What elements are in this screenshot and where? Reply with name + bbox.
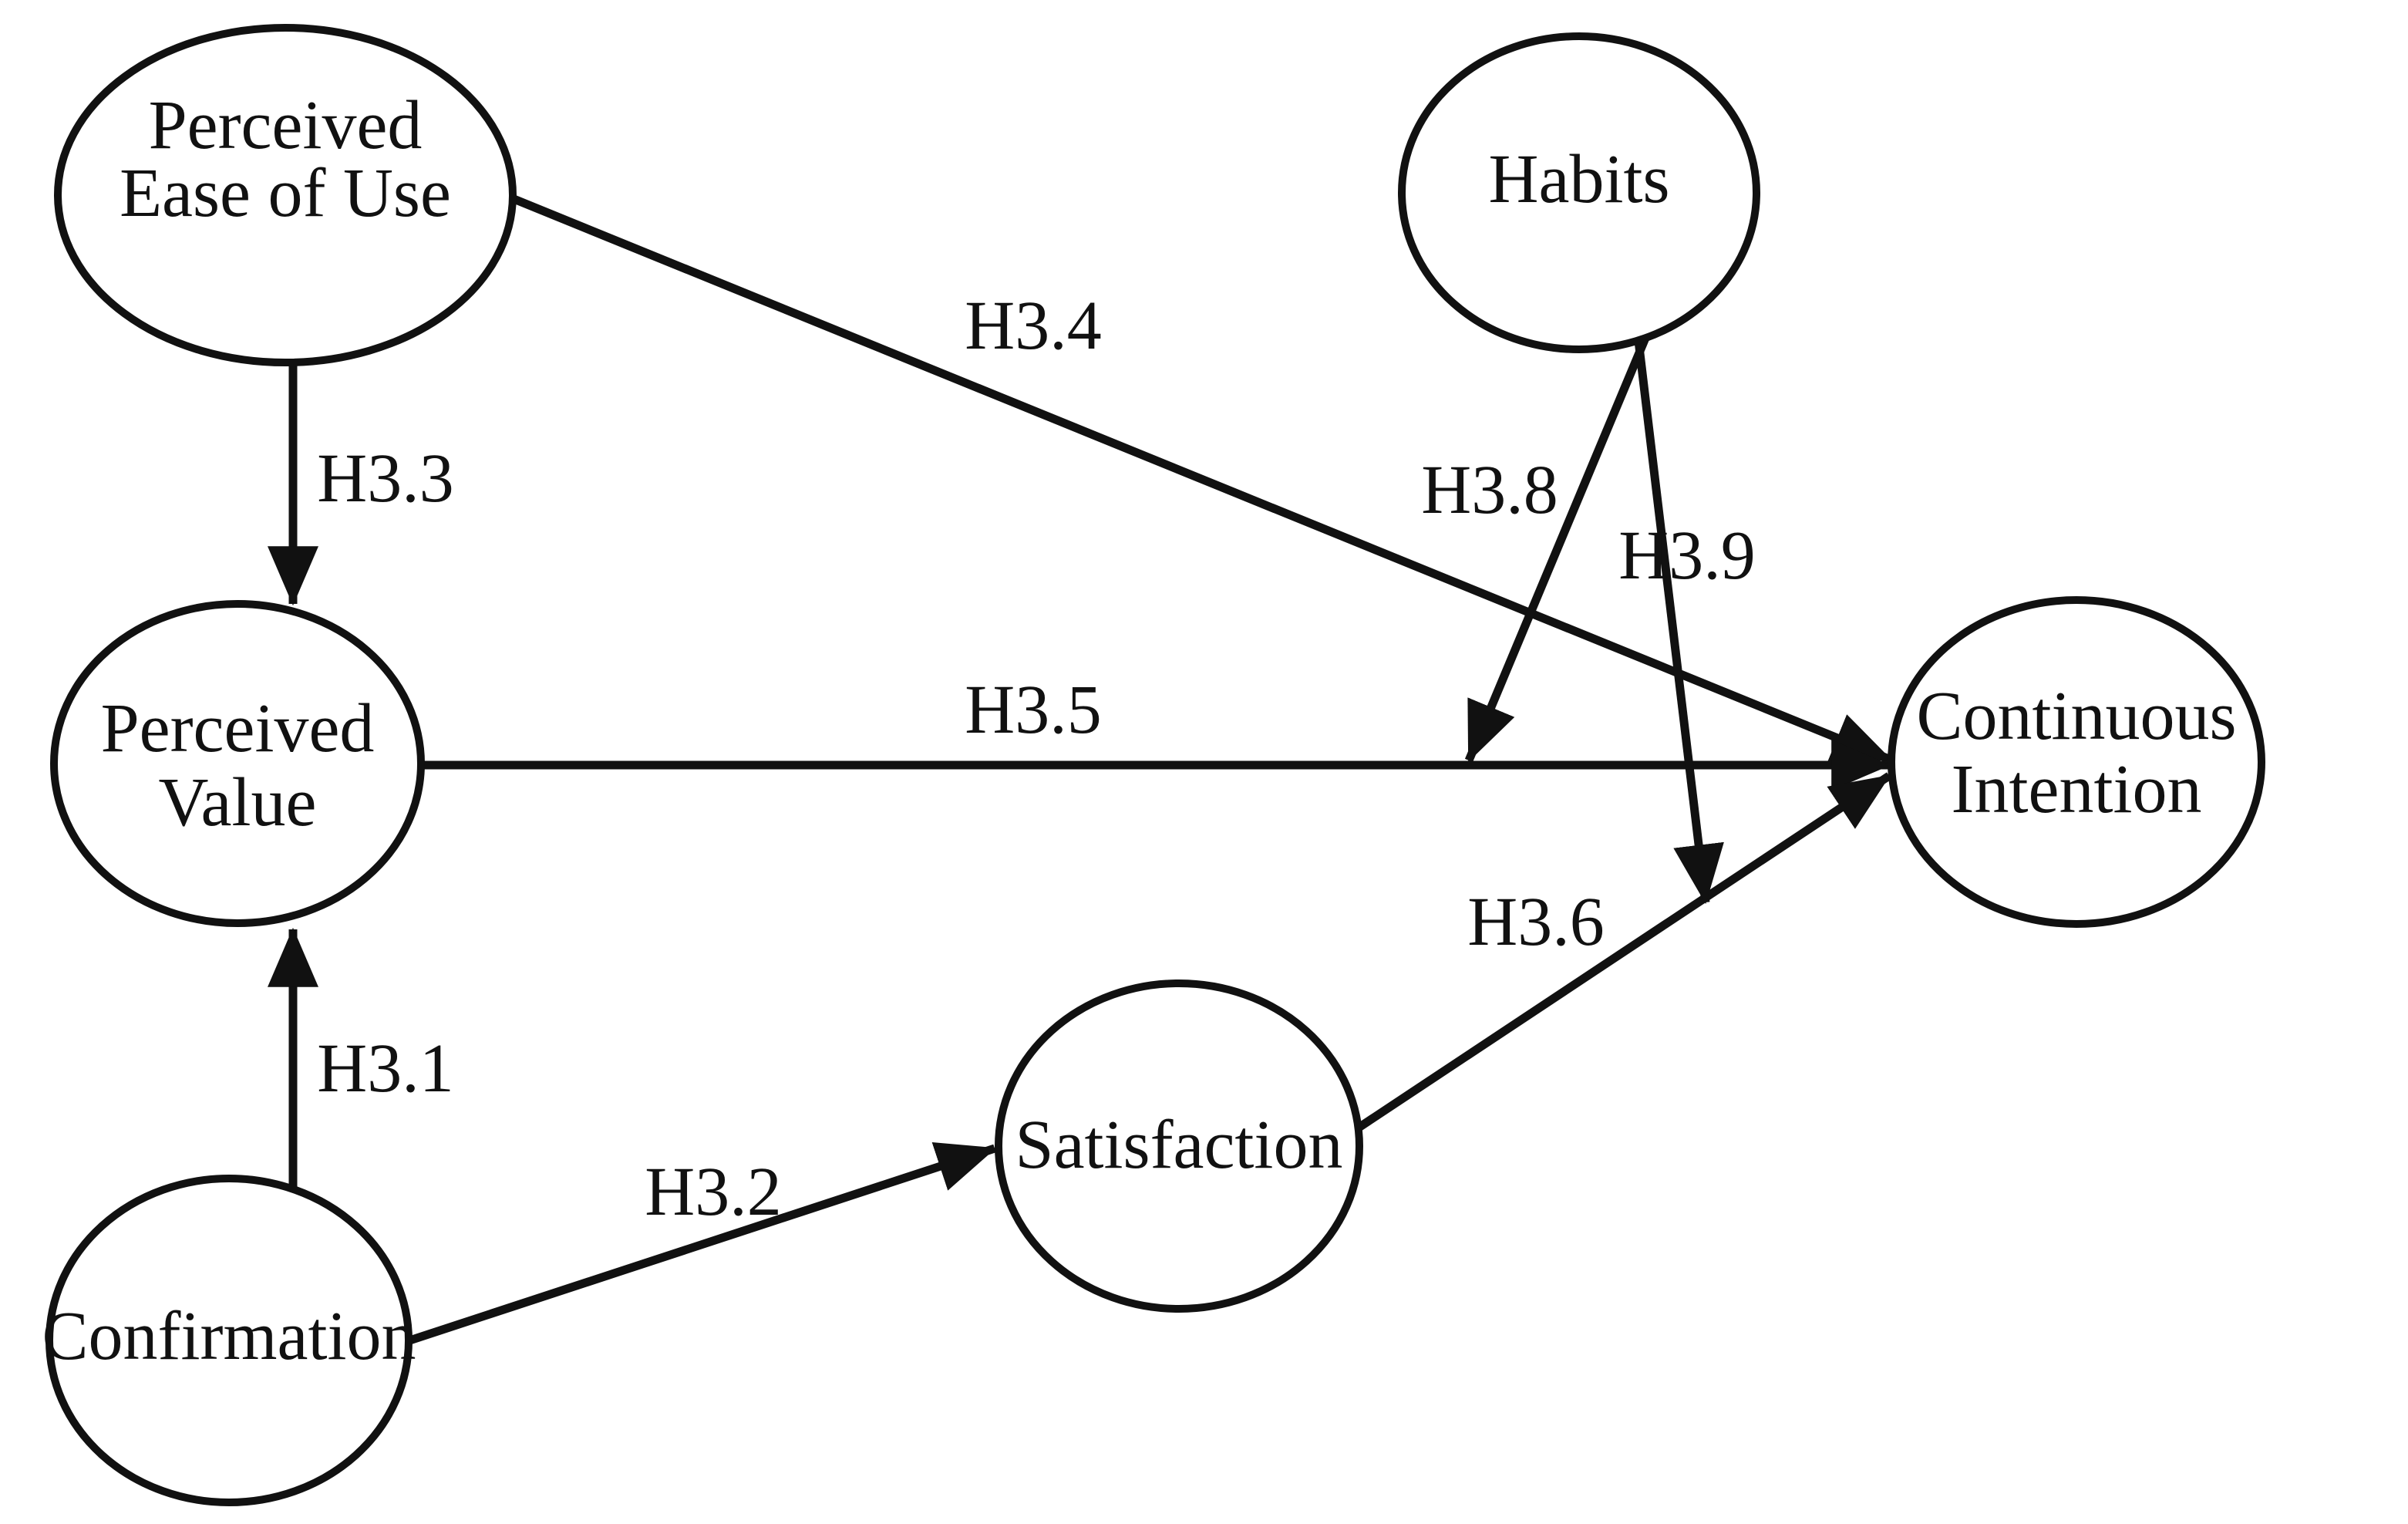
perceived-ease-of-use-ellipse bbox=[54, 24, 517, 366]
edge-label-h3-2: H3.2 bbox=[645, 1154, 782, 1230]
edge-label-h3-8: H3.8 bbox=[1421, 452, 1558, 528]
confirmation-label: Confirmation bbox=[42, 1298, 416, 1374]
perceived-ease-of-use-label-line2: Ease of Use bbox=[120, 155, 451, 231]
satisfaction-label: Satisfaction bbox=[1015, 1107, 1343, 1183]
node-continuous-intention: Continuous Intention bbox=[1888, 596, 2265, 928]
edge-label-h3-3: H3.3 bbox=[317, 440, 454, 517]
edge-h3-8-habits-moderation-arrow bbox=[1464, 306, 1662, 763]
edges-layer bbox=[268, 177, 1893, 1350]
node-habits: Habits bbox=[1398, 32, 1760, 353]
node-perceived-value: Perceived Value bbox=[50, 600, 425, 927]
edge-label-h3-4: H3.4 bbox=[965, 288, 1102, 364]
edge-labels-layer: H3.1 H3.2 H3.3 H3.4 H3.5 H3.6 H3.8 H3.9 bbox=[317, 288, 1756, 1230]
perceived-value-label-line2: Value bbox=[159, 764, 317, 841]
satisfaction-ellipse bbox=[995, 979, 1363, 1313]
node-satisfaction: Satisfaction bbox=[995, 979, 1363, 1313]
edge-h3-9-habits-moderation-arrow bbox=[1630, 308, 1724, 905]
habits-label: Habits bbox=[1489, 141, 1670, 217]
continuous-intention-ellipse bbox=[1888, 596, 2265, 928]
edge-label-h3-6: H3.6 bbox=[1467, 884, 1605, 960]
confirmation-ellipse bbox=[45, 1175, 413, 1506]
edge-h3-6-satisfaction-to-continuous-intention bbox=[1323, 772, 1892, 1153]
edge-h3-4-peou-to-continuous-intention bbox=[468, 177, 1893, 764]
perceived-value-ellipse bbox=[50, 600, 425, 927]
continuous-intention-label-line2: Intention bbox=[1952, 751, 2202, 828]
edge-label-h3-9: H3.9 bbox=[1618, 518, 1756, 594]
perceived-ease-of-use-label-line1: Perceived bbox=[149, 87, 423, 164]
continuous-intention-label-line1: Continuous bbox=[1916, 678, 2236, 754]
edge-label-h3-1: H3.1 bbox=[317, 1030, 454, 1107]
node-perceived-ease-of-use: Perceived Ease of Use bbox=[54, 24, 517, 366]
node-confirmation: Confirmation bbox=[42, 1175, 416, 1506]
edge-label-h3-5: H3.5 bbox=[965, 672, 1102, 748]
edge-h3-2-confirmation-to-satisfaction bbox=[392, 1141, 997, 1350]
perceived-value-label-line1: Perceived bbox=[101, 690, 375, 767]
habits-ellipse bbox=[1398, 32, 1760, 353]
